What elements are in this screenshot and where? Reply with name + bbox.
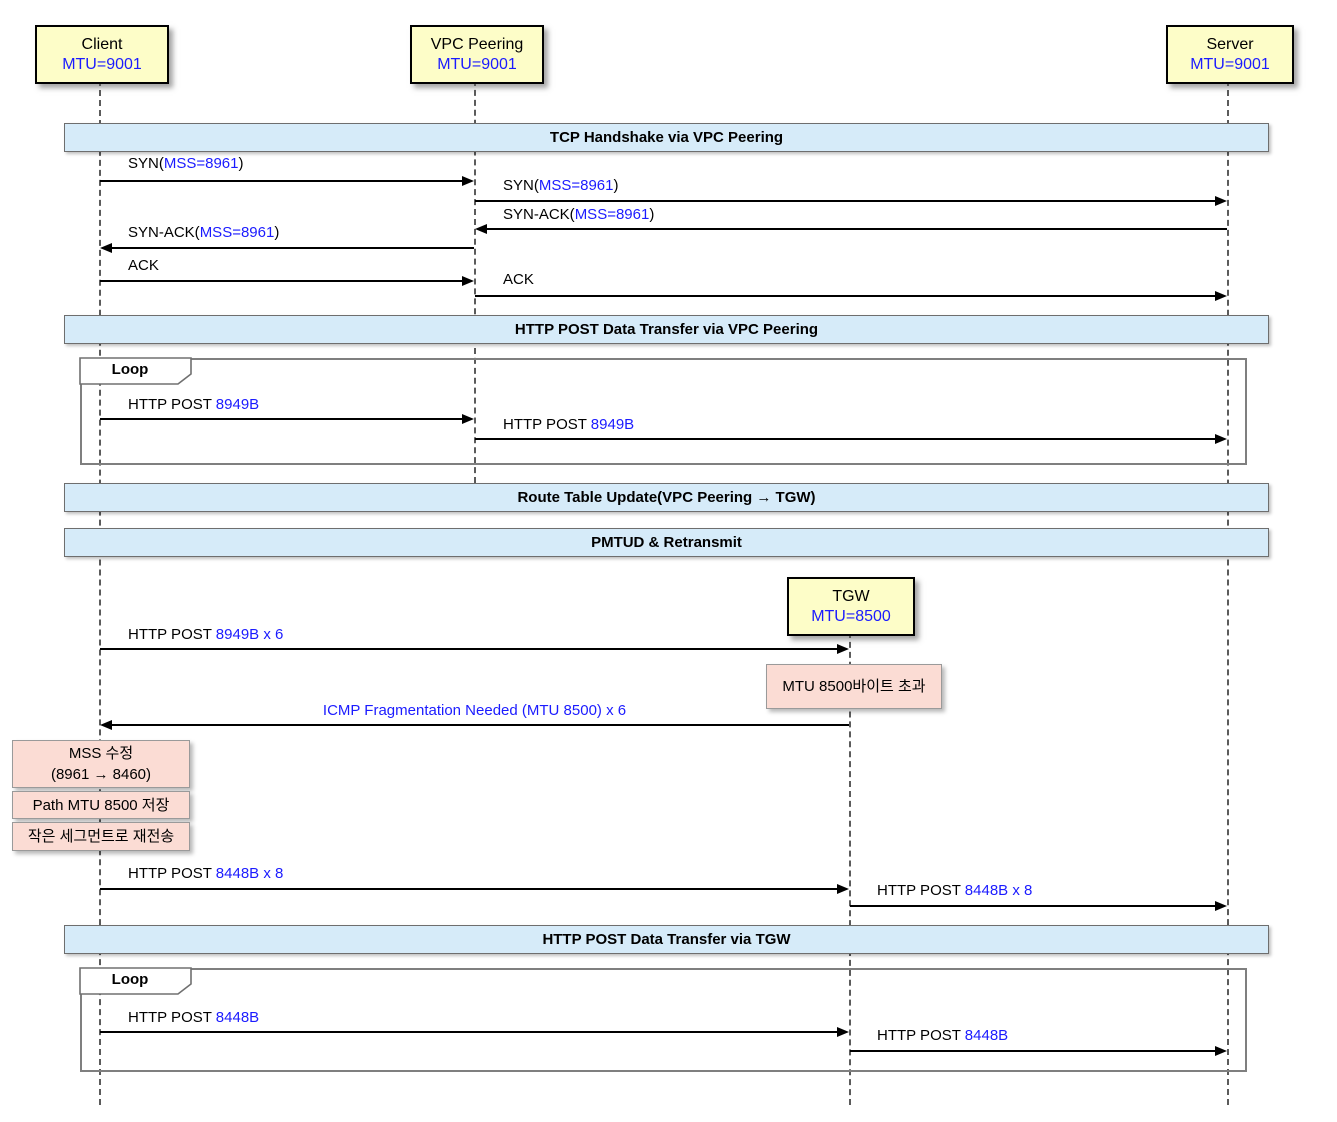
divider-pmtud-retransmit: PMTUD & Retransmit [64, 528, 1269, 557]
arrowhead-right [1215, 901, 1227, 911]
loop-label: Loop [111, 361, 149, 378]
message-label: HTTP POST 8448B [128, 1009, 260, 1026]
note-mss-adjust: MSS 수정 (8961 → 8460) [12, 740, 190, 788]
note-line: (8961 → 8460) [50, 766, 152, 783]
message-label: SYN-ACK(MSS=8961) [503, 206, 655, 223]
message-line [112, 724, 849, 726]
divider-label: HTTP POST Data Transfer via TGW [542, 931, 791, 948]
message-line [100, 180, 463, 182]
message-line [475, 295, 1216, 297]
message-label: SYN(MSS=8961) [503, 177, 619, 194]
note-line: 작은 세그먼트로 재전송 [27, 828, 175, 845]
arrowhead-right [1215, 196, 1227, 206]
divider-http-post-tgw: HTTP POST Data Transfer via TGW [64, 925, 1269, 954]
lifeline-tgw [849, 632, 851, 1105]
loop-tab-shape-icon [79, 357, 192, 385]
divider-route-table-update: Route Table Update(VPC Peering → TGW) [64, 483, 1269, 512]
divider-http-post-vpc: HTTP POST Data Transfer via VPC Peering [64, 315, 1269, 344]
message-line [100, 648, 838, 650]
message-line [100, 280, 463, 282]
message-line [100, 1031, 838, 1033]
arrowhead-right [462, 276, 474, 286]
arrowhead-right [837, 884, 849, 894]
note-path-mtu-store: Path MTU 8500 저장 [12, 791, 190, 819]
actor-mtu: MTU=8500 [811, 607, 891, 625]
message-line [487, 228, 1227, 230]
loop-tab-2: Loop [79, 967, 193, 995]
loop-tab-shape-icon [79, 967, 192, 995]
actor-server: Server MTU=9001 [1166, 25, 1294, 84]
actor-vpc-peering: VPC Peering MTU=9001 [410, 25, 544, 84]
divider-label: TCP Handshake via VPC Peering [549, 129, 784, 146]
loop-label: Loop [111, 971, 149, 988]
arrowhead-left [100, 720, 112, 730]
message-label: SYN(MSS=8961) [128, 155, 244, 172]
note-retransmit-smaller: 작은 세그먼트로 재전송 [12, 822, 190, 851]
message-label: ICMP Fragmentation Needed (MTU 8500) x 6 [322, 702, 627, 719]
arrowhead-left [475, 224, 487, 234]
message-label: HTTP POST 8949B [503, 416, 635, 433]
divider-label: Route Table Update(VPC Peering → TGW) [517, 489, 816, 506]
lifeline-server [1227, 80, 1229, 1105]
loop-frame-vpc-transfer [80, 358, 1247, 465]
message-label: HTTP POST 8448B [877, 1027, 1009, 1044]
message-label: ACK [503, 271, 534, 288]
message-line [100, 888, 838, 890]
actor-name: Server [1206, 35, 1254, 53]
arrowhead-right [837, 644, 849, 654]
note-line: MSS 수정 [68, 745, 134, 762]
loop-frame-tgw-transfer [80, 968, 1247, 1072]
message-label: HTTP POST 8448B x 8 [877, 882, 1033, 899]
actor-mtu: MTU=9001 [1190, 55, 1270, 73]
actor-name: Client [81, 35, 123, 53]
divider-tcp-handshake: TCP Handshake via VPC Peering [64, 123, 1269, 152]
actor-tgw: TGW MTU=8500 [787, 577, 915, 636]
arrowhead-right [1215, 434, 1227, 444]
actor-name: VPC Peering [430, 35, 524, 53]
note-line: MTU 8500바이트 초과 [782, 678, 926, 695]
loop-tab-1: Loop [79, 357, 193, 385]
message-label: HTTP POST 8949B [128, 396, 260, 413]
message-line [850, 1050, 1216, 1052]
message-label: SYN-ACK(MSS=8961) [128, 224, 280, 241]
actor-mtu: MTU=9001 [62, 55, 142, 73]
arrowhead-right [1215, 1046, 1227, 1056]
arrowhead-left [100, 243, 112, 253]
message-label: HTTP POST 8448B x 8 [128, 865, 284, 882]
actor-client: Client MTU=9001 [35, 25, 169, 84]
message-label: HTTP POST 8949B x 6 [128, 626, 284, 643]
lifeline-vpc-peering [474, 80, 476, 483]
message-line [475, 200, 1216, 202]
message-line [475, 438, 1216, 440]
divider-label: PMTUD & Retransmit [591, 534, 742, 551]
message-line [100, 418, 463, 420]
arrowhead-right [837, 1027, 849, 1037]
divider-label: HTTP POST Data Transfer via VPC Peering [514, 321, 819, 338]
arrowhead-right [1215, 291, 1227, 301]
actor-mtu: MTU=9001 [437, 55, 517, 73]
arrowhead-right [462, 176, 474, 186]
actor-name: TGW [832, 587, 870, 605]
lifeline-client [99, 80, 101, 1105]
arrowhead-right [462, 414, 474, 424]
message-line [850, 905, 1216, 907]
message-line [112, 247, 474, 249]
message-label: ACK [128, 257, 159, 274]
note-mtu-exceeded: MTU 8500바이트 초과 [766, 664, 942, 709]
note-line: Path MTU 8500 저장 [32, 796, 170, 814]
